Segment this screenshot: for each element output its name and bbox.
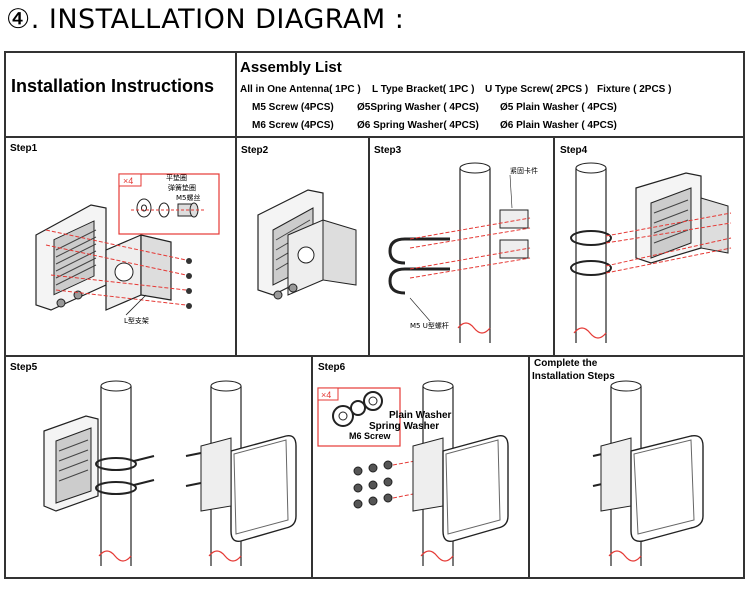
step5-illustration <box>43 380 297 566</box>
divider <box>528 356 530 579</box>
instruction-frame <box>4 51 745 579</box>
assembly-arrows <box>409 217 531 279</box>
l-bracket-label: L型支架 <box>124 316 149 325</box>
divider <box>4 355 745 357</box>
complete-label-line2: Installation Steps <box>532 371 615 382</box>
assembly-item: Ø6 Spring Washer( 4PCS) <box>357 120 479 131</box>
step4-illustration <box>570 162 732 343</box>
step1-illustration: L型支架 ×4 平垫圈 弹簧垫圈 M5螺丝 <box>35 173 220 325</box>
spring-washer-label: Spring Washer <box>369 421 439 432</box>
screw-set <box>353 460 393 509</box>
antenna-front-panel <box>230 435 297 542</box>
screws <box>186 258 192 309</box>
step1-label: Step1 <box>10 143 38 154</box>
callout-box <box>317 387 401 447</box>
m5-screw-label: M5螺丝 <box>176 193 201 202</box>
callout-box <box>118 173 220 235</box>
divider <box>235 51 237 356</box>
installation-instructions-label: Installation Instructions <box>11 76 215 96</box>
assembly-arrows <box>45 229 187 306</box>
assembly-list-heading: Assembly List <box>240 59 342 76</box>
step2-illustration <box>257 189 357 300</box>
plain-washer-label: 平垫圈 <box>166 173 187 182</box>
step2-label: Step2 <box>241 145 269 156</box>
assembly-item: Ø5Spring Washer ( 4PCS) <box>357 102 479 113</box>
assembly-item: Ø5 Plain Washer ( 4PCS) <box>500 102 617 113</box>
step6-illustration: ×4 Plain Washer Spring Washer M6 Screw <box>317 380 509 566</box>
step5-label: Step5 <box>10 362 38 373</box>
assembly-item: U Type Screw( 2PCS ) <box>485 84 589 95</box>
assembly-item: All in One Antenna( 1PC ) <box>240 84 361 95</box>
assembly-item: M6 Screw (4PCS) <box>252 120 334 131</box>
step6-label: Step6 <box>318 362 346 373</box>
pole-left <box>98 380 132 566</box>
washers-screw <box>131 198 206 218</box>
pole <box>457 162 491 343</box>
quantity-badge: ×4 <box>123 176 133 186</box>
spring-washer-label: 弹簧垫圈 <box>168 183 196 192</box>
assembly-item: Fixture ( 2PCS ) <box>597 84 672 95</box>
u-screw-label: M5 U型螺杆 <box>410 321 449 330</box>
assembly-item: M5 Screw (4PCS) <box>252 102 334 113</box>
fixture-label: 紧固卡件 <box>510 166 538 175</box>
step4-label: Step4 <box>560 145 588 156</box>
u-screws <box>388 237 450 295</box>
complete-label-line1: Complete the <box>534 358 598 369</box>
l-bracket <box>105 234 172 311</box>
divider <box>311 356 313 579</box>
divider <box>4 136 745 138</box>
divider <box>368 137 370 356</box>
quantity-badge: ×4 <box>321 390 331 400</box>
page-title: ④. INSTALLATION DIAGRAM : <box>6 4 405 35</box>
complete-illustration <box>592 380 704 566</box>
assembly-item: L Type Bracket( 1PC ) <box>372 84 475 95</box>
m6-screw-label: M6 Screw <box>349 431 392 441</box>
assembly-item: Ø6 Plain Washer ( 4PCS) <box>500 120 617 131</box>
plain-washer-label: Plain Washer <box>389 410 452 421</box>
step3-illustration: 紧固卡件 M5 U型螺杆 <box>388 162 538 343</box>
divider <box>553 137 555 356</box>
fixtures <box>499 209 529 259</box>
step3-label: Step3 <box>374 145 402 156</box>
